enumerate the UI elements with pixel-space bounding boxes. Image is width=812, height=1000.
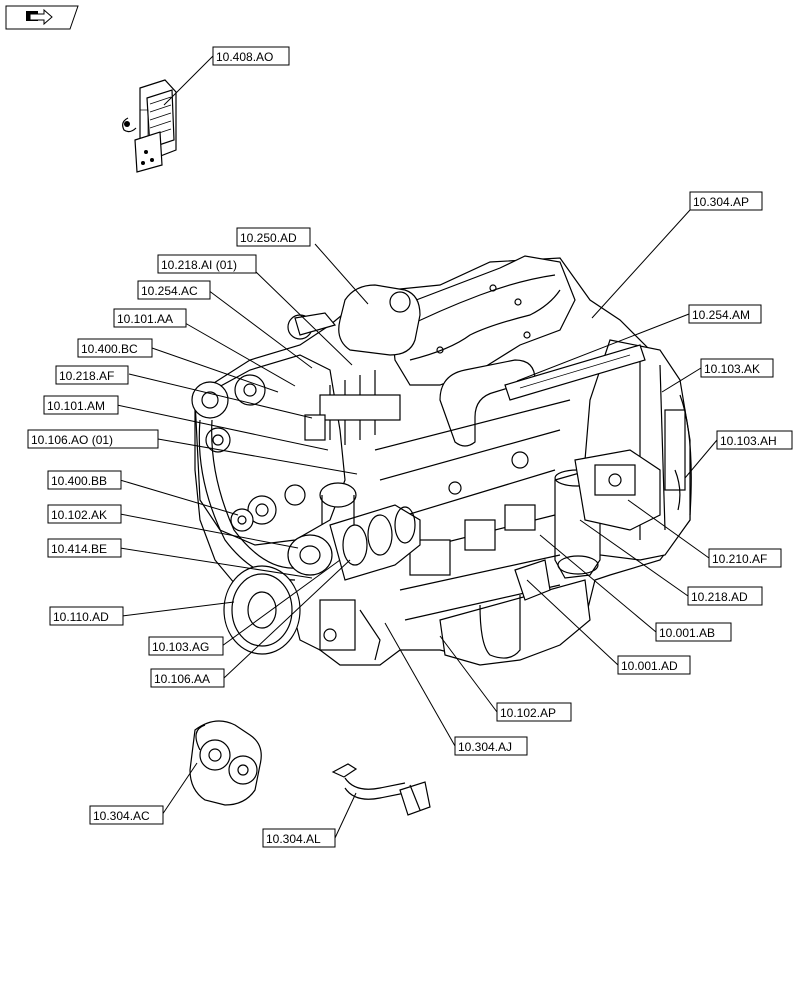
back-arrow-icon	[26, 8, 53, 26]
label-10-110-ad[interactable]: 10.110.AD	[49, 606, 124, 626]
svg-text:10.304.AL: 10.304.AL	[266, 832, 321, 846]
svg-text:10.218.AI (01): 10.218.AI (01)	[161, 258, 237, 272]
svg-text:10.110.AD: 10.110.AD	[53, 610, 109, 624]
label-10-254-ac[interactable]: 10.254.AC	[137, 280, 211, 300]
ecu-module-illustration	[122, 79, 177, 173]
svg-text:10.254.AM: 10.254.AM	[692, 308, 750, 322]
svg-text:10.001.AD: 10.001.AD	[621, 659, 678, 673]
svg-text:10.210.AF: 10.210.AF	[712, 552, 767, 566]
svg-text:10.102.AP: 10.102.AP	[500, 706, 556, 720]
label-10-001-ab[interactable]: 10.001.AB	[655, 622, 732, 642]
oil-suction-pipe-illustration	[331, 763, 431, 816]
label-10-218-af[interactable]: 10.218.AF	[55, 365, 129, 385]
svg-text:10.001.AB: 10.001.AB	[659, 626, 715, 640]
label-10-218-ad[interactable]: 10.218.AD	[687, 586, 763, 606]
label-10-304-al[interactable]: 10.304.AL	[262, 828, 336, 848]
svg-text:10.408.AO: 10.408.AO	[216, 50, 273, 64]
svg-text:10.103.AK: 10.103.AK	[704, 362, 760, 376]
svg-text:10.106.AO (01): 10.106.AO (01)	[31, 433, 113, 447]
label-10-408-ao[interactable]: 10.408.AO	[212, 46, 290, 66]
label-10-103-ak[interactable]: 10.103.AK	[700, 358, 774, 378]
label-10-101-am[interactable]: 10.101.AM	[43, 395, 119, 415]
label-10-210-af[interactable]: 10.210.AF	[708, 548, 782, 568]
leader-lines	[116, 55, 718, 839]
oil-pump-illustration	[189, 720, 262, 806]
callout-labels: 10.408.AO 10.304.AP 10.250.AD 10.218.AI …	[27, 46, 793, 848]
svg-text:10.254.AC: 10.254.AC	[141, 284, 198, 298]
svg-text:10.304.AC: 10.304.AC	[93, 809, 150, 823]
svg-text:10.218.AD: 10.218.AD	[691, 590, 748, 604]
svg-text:10.218.AF: 10.218.AF	[59, 369, 114, 383]
label-10-101-aa[interactable]: 10.101.AA	[113, 308, 187, 328]
label-10-106-ao[interactable]: 10.106.AO (01)	[27, 429, 159, 449]
label-10-001-ad[interactable]: 10.001.AD	[617, 655, 691, 675]
label-10-250-ad[interactable]: 10.250.AD	[236, 227, 311, 247]
label-10-106-aa[interactable]: 10.106.AA	[150, 668, 225, 688]
svg-text:10.400.BB: 10.400.BB	[51, 474, 107, 488]
label-10-103-ah[interactable]: 10.103.AH	[716, 430, 793, 450]
svg-text:10.106.AA: 10.106.AA	[154, 672, 210, 686]
label-10-103-ag[interactable]: 10.103.AG	[148, 636, 224, 656]
label-10-304-ap[interactable]: 10.304.AP	[689, 191, 763, 211]
label-10-304-ac[interactable]: 10.304.AC	[89, 805, 164, 825]
svg-text:10.102.AK: 10.102.AK	[51, 508, 107, 522]
svg-text:10.250.AD: 10.250.AD	[240, 231, 297, 245]
label-10-304-aj[interactable]: 10.304.AJ	[454, 736, 528, 756]
svg-text:10.304.AJ: 10.304.AJ	[458, 740, 512, 754]
label-10-400-bb[interactable]: 10.400.BB	[47, 470, 122, 490]
label-10-102-ap[interactable]: 10.102.AP	[496, 702, 572, 722]
svg-text:10.101.AA: 10.101.AA	[117, 312, 173, 326]
label-10-414-be[interactable]: 10.414.BE	[47, 538, 122, 558]
label-10-400-bc[interactable]: 10.400.BC	[77, 338, 153, 358]
back-button[interactable]	[5, 5, 79, 30]
svg-text:10.101.AM: 10.101.AM	[47, 399, 105, 413]
label-10-102-ak[interactable]: 10.102.AK	[47, 504, 122, 524]
svg-text:10.103.AG: 10.103.AG	[152, 640, 209, 654]
label-10-254-am[interactable]: 10.254.AM	[688, 304, 762, 324]
label-10-218-ai[interactable]: 10.218.AI (01)	[157, 254, 257, 274]
svg-text:10.414.BE: 10.414.BE	[51, 542, 107, 556]
svg-text:10.400.BC: 10.400.BC	[81, 342, 138, 356]
svg-text:10.304.AP: 10.304.AP	[693, 195, 749, 209]
svg-text:10.103.AH: 10.103.AH	[720, 434, 777, 448]
engine-illustration	[191, 255, 692, 666]
